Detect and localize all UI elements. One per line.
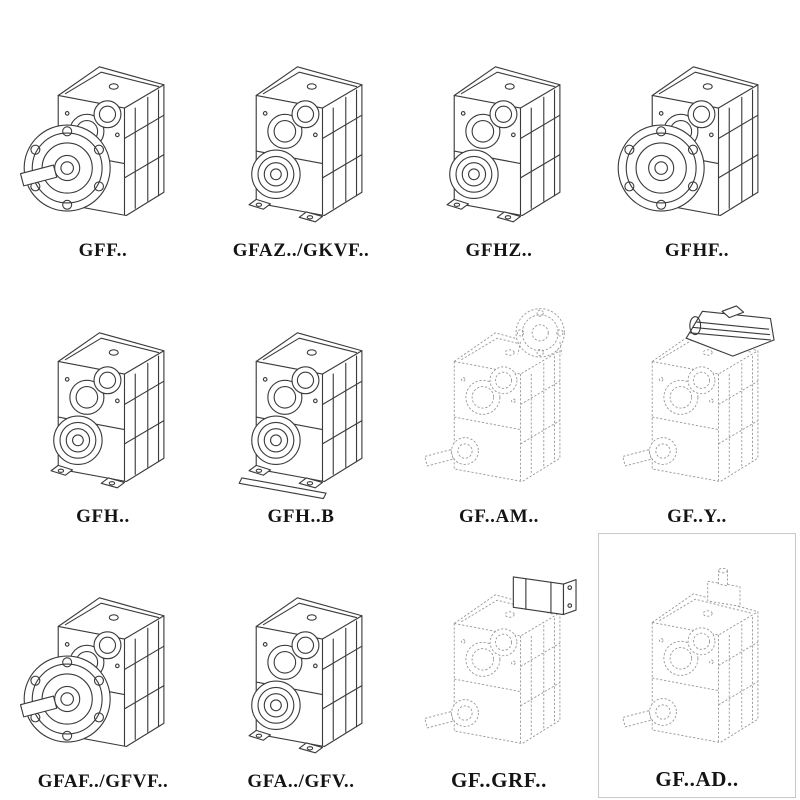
model-cell-gf-am: GF..AM.. [400,267,598,532]
gearbox-drawing [424,576,577,744]
model-cell-gff: GFF.. [4,2,202,267]
model-label: GF..AM.. [458,505,540,527]
model-cell-gfa-gfv: GFA../GFV.. [202,533,400,798]
model-cell-gf-ad: GF..AD.. [598,532,796,798]
model-label: GFH..B [267,505,335,527]
model-label: GFAZ../GKVF.. [232,240,370,262]
gearbox-drawing [424,307,565,482]
model-label: GFF.. [78,240,128,262]
gearbox-drawing [248,597,363,754]
gearbox-drawing [50,331,165,488]
model-label: GFA../GFV.. [247,771,355,792]
gearbox-drawing [617,66,759,217]
gearbox-drawing [622,305,775,482]
model-cell-gf-y: GF..Y.. [598,267,796,532]
model-label: GFAF../GFVF.. [37,771,169,792]
model-cell-gfaz-gkvf: GFAZ../GKVF.. [202,2,400,267]
gearbox-drawing [238,331,363,499]
gearbox-drawing [622,567,759,743]
model-cell-gfh: GFH.. [4,267,202,532]
model-label: GFH.. [76,505,130,527]
gearbox-drawing [19,597,165,748]
model-label: GF..Y.. [667,505,727,527]
model-cell-gf-grf: GF..GRF.. [400,533,598,798]
gearbox-drawing [19,66,165,217]
model-label: GF..GRF.. [450,768,548,792]
model-label: GFHZ.. [465,240,533,262]
model-cell-gfh-b: GFH..B [202,267,400,532]
model-label: GFHF.. [664,240,730,262]
model-label: GF..AD.. [655,767,739,791]
model-cell-gfaf-gfvf: GFAF../GFVF.. [4,533,202,798]
gearbox-drawing [248,66,363,223]
gearbox-drawing [446,66,561,223]
model-cell-gfhf: GFHF.. [598,2,796,267]
model-grid: GFF.. GFAZ../GKVF.. GFHZ.. GFHF.. GFH.. [4,2,796,798]
model-cell-gfhz: GFHZ.. [400,2,598,267]
